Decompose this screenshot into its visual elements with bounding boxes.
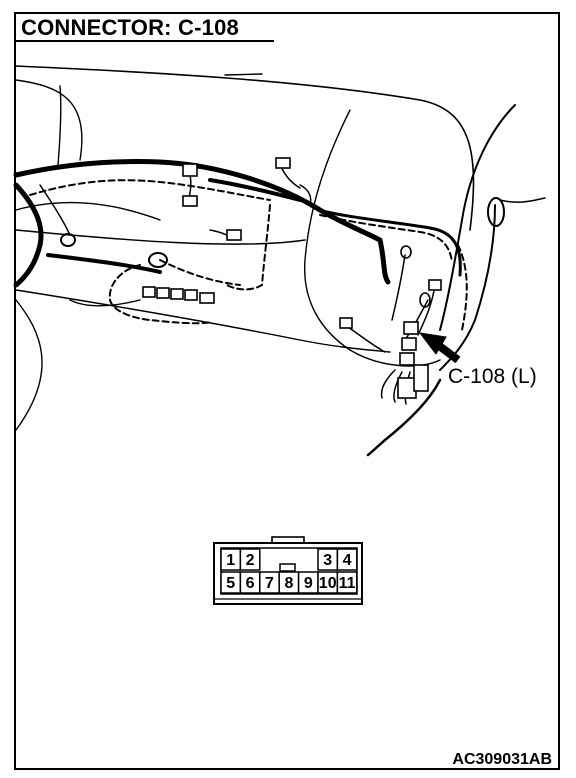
- connector-pin-number: 6: [246, 575, 255, 592]
- wire-bundle: [208, 178, 302, 202]
- dashboard-outline: [15, 229, 306, 245]
- connector-pin-number: 7: [265, 575, 274, 592]
- wire-bundle: [13, 159, 391, 285]
- connector-pin-cell: [336, 571, 358, 594]
- dashboard-outline: [15, 79, 83, 161]
- grommet: [148, 252, 168, 268]
- wire-bundle: [46, 253, 162, 274]
- dashboard-outline: [57, 85, 62, 166]
- harness-connector: [226, 229, 242, 241]
- harness-connector: [182, 163, 198, 177]
- connector-pin-number: 5: [226, 575, 235, 592]
- harness-connector: [413, 364, 429, 392]
- connector-pin-number: 10: [319, 575, 337, 592]
- branch-wire: [366, 378, 442, 457]
- wire-bundle: [13, 182, 44, 288]
- wire-bundle-wrap: [457, 244, 468, 331]
- wire-bundle-wrap: [29, 179, 271, 201]
- figure-id: AC309031AB: [452, 751, 552, 768]
- connector-pin-number: 11: [339, 575, 356, 592]
- title-divider: [14, 40, 274, 42]
- grommet: [60, 233, 76, 247]
- branch-wire: [39, 184, 71, 236]
- dashboard-outline: [303, 109, 441, 367]
- wire-bundle-wrap: [159, 259, 241, 286]
- harness-connector: [428, 279, 442, 291]
- connector-pin-number: 9: [304, 575, 313, 592]
- wire-bundle-wrap: [108, 264, 213, 325]
- diagram-frame: [14, 12, 560, 770]
- harness-connector: [399, 352, 415, 366]
- harness-connector: [401, 337, 417, 351]
- branch-wire: [439, 104, 516, 331]
- callout-arrow: [418, 332, 461, 364]
- connector-lock-tab: [271, 536, 305, 544]
- branch-wire: [299, 184, 312, 206]
- dashboard-outline: [15, 289, 391, 353]
- grommet: [400, 245, 412, 259]
- connector-inner-frame: [220, 547, 358, 595]
- branch-wire: [499, 197, 546, 203]
- connector-pin-cell: [239, 548, 261, 571]
- harness-connector: [403, 321, 419, 335]
- wire-bundle-wrap: [319, 214, 453, 263]
- harness-connector: [142, 286, 156, 298]
- harness-connector: [339, 317, 353, 329]
- branch-wire: [391, 254, 406, 321]
- harness-connector: [184, 289, 198, 301]
- diagram-title: CONNECTOR: C-108: [21, 15, 239, 40]
- branch-wire: [393, 371, 403, 403]
- connector-pin-number: 1: [226, 552, 235, 569]
- connector-callout-label: C-108 (L): [448, 365, 537, 388]
- harness-connector: [170, 288, 184, 300]
- connector-pin-number: 8: [284, 575, 293, 592]
- harness-connector: [275, 157, 291, 169]
- harness-connector: [199, 292, 215, 304]
- dashboard-outline: [224, 73, 263, 76]
- connector-pin-number: 2: [246, 552, 255, 569]
- connector-key: [279, 563, 296, 572]
- branch-wire: [380, 369, 396, 399]
- grommet: [419, 292, 431, 308]
- wire-bundle: [316, 208, 462, 277]
- connector-pin-number: 3: [323, 552, 332, 569]
- grommet: [487, 197, 505, 227]
- wire-bundle-wrap: [224, 204, 271, 291]
- dashboard-outline: [15, 299, 43, 431]
- connector-pin-number: 4: [343, 552, 352, 569]
- dashboard-outline: [15, 65, 475, 231]
- harness-connector: [182, 195, 198, 207]
- harness-connector: [156, 287, 170, 299]
- connector-pin-cell: [336, 548, 358, 571]
- dashboard-outline: [69, 299, 141, 307]
